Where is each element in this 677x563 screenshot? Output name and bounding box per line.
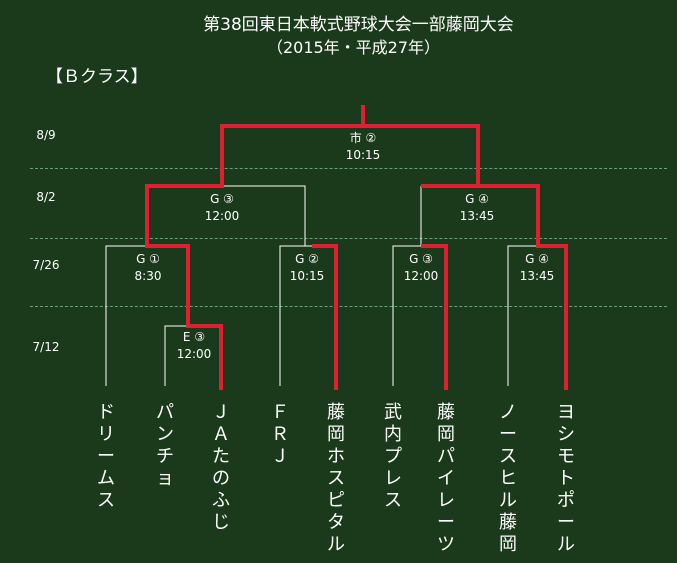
match-semi-left-time: 12:00 <box>204 209 240 223</box>
tournament-subtitle: （2015年・平成27年） <box>266 38 441 57</box>
round-divider-2 <box>30 238 667 239</box>
date-label-final: 8/9 <box>36 128 56 142</box>
tournament-title: 第38回東日本軟式野球大会一部藤岡大会 <box>203 15 514 35</box>
match-final: 市 ② 10:15 <box>328 130 398 164</box>
team-name: ヨシモトポール <box>557 402 575 555</box>
team-name: ノースヒル藤岡 <box>499 402 517 555</box>
team-name: ＪＡたのふじ <box>212 402 230 533</box>
match-semi-right-venue: G ④ <box>465 192 489 206</box>
team-name: 武内プレス <box>384 402 402 511</box>
match-qf2-time: 10:15 <box>289 269 325 283</box>
match-qf2-venue: G ② <box>295 252 319 266</box>
round-divider-1 <box>30 168 667 169</box>
match-qf4-time: 13:45 <box>519 269 555 283</box>
match-qf3-time: 12:00 <box>403 269 439 283</box>
match-qf4: G ④ 13:45 <box>502 251 572 285</box>
date-label-qf: 7/26 <box>32 258 60 272</box>
match-semi-left: G ③ 12:00 <box>187 191 257 225</box>
match-qf4-venue: G ④ <box>525 252 549 266</box>
date-label-semi: 8/2 <box>36 190 56 204</box>
match-qf3: G ③ 12:00 <box>386 251 456 285</box>
match-semi-right: G ④ 13:45 <box>442 191 512 225</box>
match-r1-time: 12:00 <box>176 347 212 361</box>
round-divider-3 <box>30 306 667 307</box>
team-name: 藤岡パイレーツ <box>437 402 455 555</box>
team-name: 藤岡ホスピタル <box>327 402 345 555</box>
team-name: ドリームス <box>97 402 115 511</box>
match-r1: E ③ 12:00 <box>159 329 229 363</box>
class-label: 【Ｂクラス】 <box>46 67 148 87</box>
match-r1-venue: E ③ <box>182 330 206 344</box>
team-name: パンチョ <box>156 402 174 489</box>
match-semi-right-time: 13:45 <box>459 209 495 223</box>
match-final-venue: 市 ② <box>349 131 377 145</box>
match-qf1: G ① 8:30 <box>113 251 183 285</box>
match-qf1-time: 8:30 <box>134 269 162 283</box>
match-qf1-venue: G ① <box>136 252 160 266</box>
match-qf2: G ② 10:15 <box>272 251 342 285</box>
match-final-time: 10:15 <box>345 148 381 162</box>
match-qf3-venue: G ③ <box>409 252 433 266</box>
date-label-r1: 7/12 <box>32 340 60 354</box>
match-semi-left-venue: G ③ <box>210 192 234 206</box>
team-name: ＦＲＪ <box>271 402 289 467</box>
